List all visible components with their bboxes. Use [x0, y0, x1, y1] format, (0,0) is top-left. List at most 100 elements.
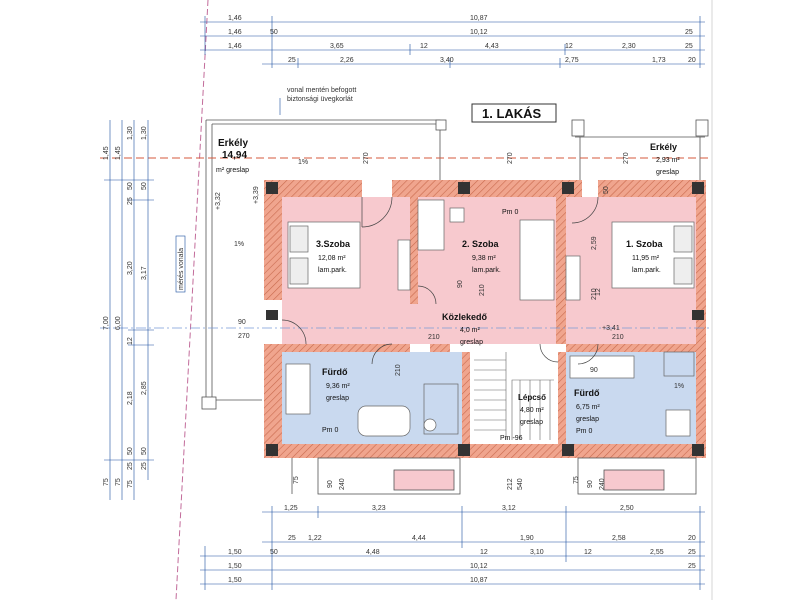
diagonal-guide-line [175, 0, 209, 600]
toilet-right [665, 409, 691, 437]
dims-left [104, 120, 154, 500]
dim-top-1a: 1,46 [228, 15, 242, 22]
room-label-furdo-right-area: 6,75 m² [576, 404, 600, 411]
misc-dim-10: 90 [238, 319, 246, 326]
dim-bot-3h: 25 [688, 549, 696, 556]
shower-left [423, 383, 459, 435]
dim-top-3c: 12 [420, 43, 428, 50]
dim-bot-2f: 20 [688, 535, 696, 542]
level-2-szoba: Pm 0 [502, 209, 518, 216]
dims-bottom [200, 506, 705, 590]
dim-left-inner2-4: 50 [141, 447, 148, 455]
misc-dim-6: 2,59 [591, 236, 598, 250]
dim-top-4c: 3,40 [440, 57, 454, 64]
misc-dim-13: 210 [479, 284, 486, 296]
plan-title: 1. LAKÁS [471, 103, 557, 123]
dim-top-3a: 1,46 [228, 43, 242, 50]
dim-left-inner-2: 25 [127, 197, 134, 205]
dim-left-inner2-3: 2,85 [141, 381, 148, 395]
dim-top-4b: 2,26 [340, 57, 354, 64]
misc-dim-1: 270 [507, 152, 514, 164]
dim-top-3b: 3,65 [330, 43, 344, 50]
dim-left-inner2-5: 25 [141, 462, 148, 470]
dim-left-mid-2: 75 [115, 478, 122, 486]
dim-bot-4b: 10,12 [470, 563, 488, 570]
dim-top-3d: 4,43 [485, 43, 499, 50]
room-label-furdo-left-name: Fürdő [322, 367, 348, 377]
room-label-lepcso-area: 4,80 m² [520, 407, 544, 414]
dim-bot-4c: 25 [688, 563, 696, 570]
dim-bot-3f: 12 [584, 549, 592, 556]
dim-top-2a: 1,46 [228, 29, 242, 36]
dim-left-inner-5: 2,18 [127, 391, 134, 405]
room-label-3-szoba-area: 12,08 m² [318, 255, 346, 262]
room-label-erkely-right-floor: greslap [656, 169, 679, 176]
furniture [285, 199, 695, 437]
right-balcony [571, 119, 709, 180]
left-balcony [201, 119, 447, 410]
misc-dim-14: 210 [428, 334, 440, 341]
shower-right [663, 351, 695, 377]
misc-dim-28: 75 [573, 476, 580, 484]
dim-left-inner-6: 50 [127, 447, 134, 455]
bed-2-szoba [519, 219, 555, 301]
wardrobe-3-szoba [397, 239, 411, 291]
dim-left-inner-3: 3,20 [127, 261, 134, 275]
note-line-2: biztonsági üvegkorlát [287, 96, 353, 103]
dim-bot-2e: 2,58 [612, 535, 626, 542]
dim-top-4d: 2,75 [565, 57, 579, 64]
room-label-2-szoba-floor: lam.park. [472, 267, 501, 274]
level-furdo-left: Pm 0 [322, 427, 338, 434]
dim-bot-1c: 3,12 [502, 505, 516, 512]
misc-dims: 270 270 270 +3,32 +3,39 +3,41 2,59 1% 1%… [215, 152, 684, 490]
room-label-kozlekedo-name: Közlekedő [442, 312, 488, 322]
misc-dim-27: 75 [293, 476, 300, 484]
room-label-furdo-left-floor: greslap [326, 395, 349, 402]
misc-dim-15: 210 [612, 334, 624, 341]
dim-top-2c: 10,12 [470, 29, 488, 36]
dim-bot-1d: 2,50 [620, 505, 634, 512]
room-kozlekedo [410, 304, 566, 344]
level-lepcso: Pm -96 [500, 435, 523, 442]
room-label-lepcso-name: Lépcső [518, 393, 546, 402]
dim-bot-2d: 1,90 [520, 535, 534, 542]
misc-dim-0: 270 [363, 152, 370, 164]
room-label-lepcso-floor: greslap [520, 419, 543, 426]
misc-dim-11: 270 [238, 333, 250, 340]
dim-top-2b: 50 [270, 29, 278, 36]
dim-top-3f: 2,30 [622, 43, 636, 50]
dim-left-inner2-2: 3,17 [141, 266, 148, 280]
misc-dim-22: 240 [599, 478, 606, 490]
bathtub [357, 405, 411, 437]
side-annotation-text: mérés vonala [178, 248, 185, 290]
misc-dim-25: 50 [603, 186, 610, 194]
dim-left-inner2-1: 50 [141, 182, 148, 190]
dim-top-3g: 25 [685, 43, 693, 50]
room-label-2-szoba-area: 9,38 m² [472, 255, 496, 262]
room-label-furdo-right-floor: greslap [576, 416, 599, 423]
room-labels: Erkély 14,94 m² greslap 3.Szoba 12,08 m²… [216, 138, 680, 442]
dim-left-inner2-0: 1,30 [141, 126, 148, 140]
chair-2-szoba [449, 207, 465, 223]
dim-top-2d: 25 [685, 29, 693, 36]
room-label-erkely-right-area: 2,93 m² [656, 157, 680, 164]
wardrobe-1-szoba [565, 255, 581, 301]
dims-bottom-text: 1,25 3,23 3,12 2,50 25 1,22 4,44 1,90 2,… [228, 505, 696, 584]
dim-bot-3e: 3,10 [530, 549, 544, 556]
room-label-erkely-left-floor: m² greslap [216, 167, 249, 174]
dim-top-1b: 10,87 [470, 15, 488, 22]
staircase [474, 352, 554, 440]
dim-bot-3a: 1,50 [228, 549, 242, 556]
misc-dim-8: 1% [298, 159, 308, 166]
dims-top-text: 1,46 10,87 1,46 50 10,12 25 1,46 3,65 12… [228, 15, 696, 64]
misc-dim-26: 12 [595, 288, 602, 296]
dim-bot-3b: 50 [270, 549, 278, 556]
level-furdo-right: Pm 0 [576, 428, 592, 435]
dim-bot-2b: 1,22 [308, 535, 322, 542]
dim-left-inner-0: 1,30 [127, 126, 134, 140]
room-label-kozlekedo-floor: greslap [460, 339, 483, 346]
dim-bot-1a: 1,25 [284, 505, 298, 512]
dim-bot-4a: 1,50 [228, 563, 242, 570]
side-annotation: mérés vonala [175, 235, 186, 293]
